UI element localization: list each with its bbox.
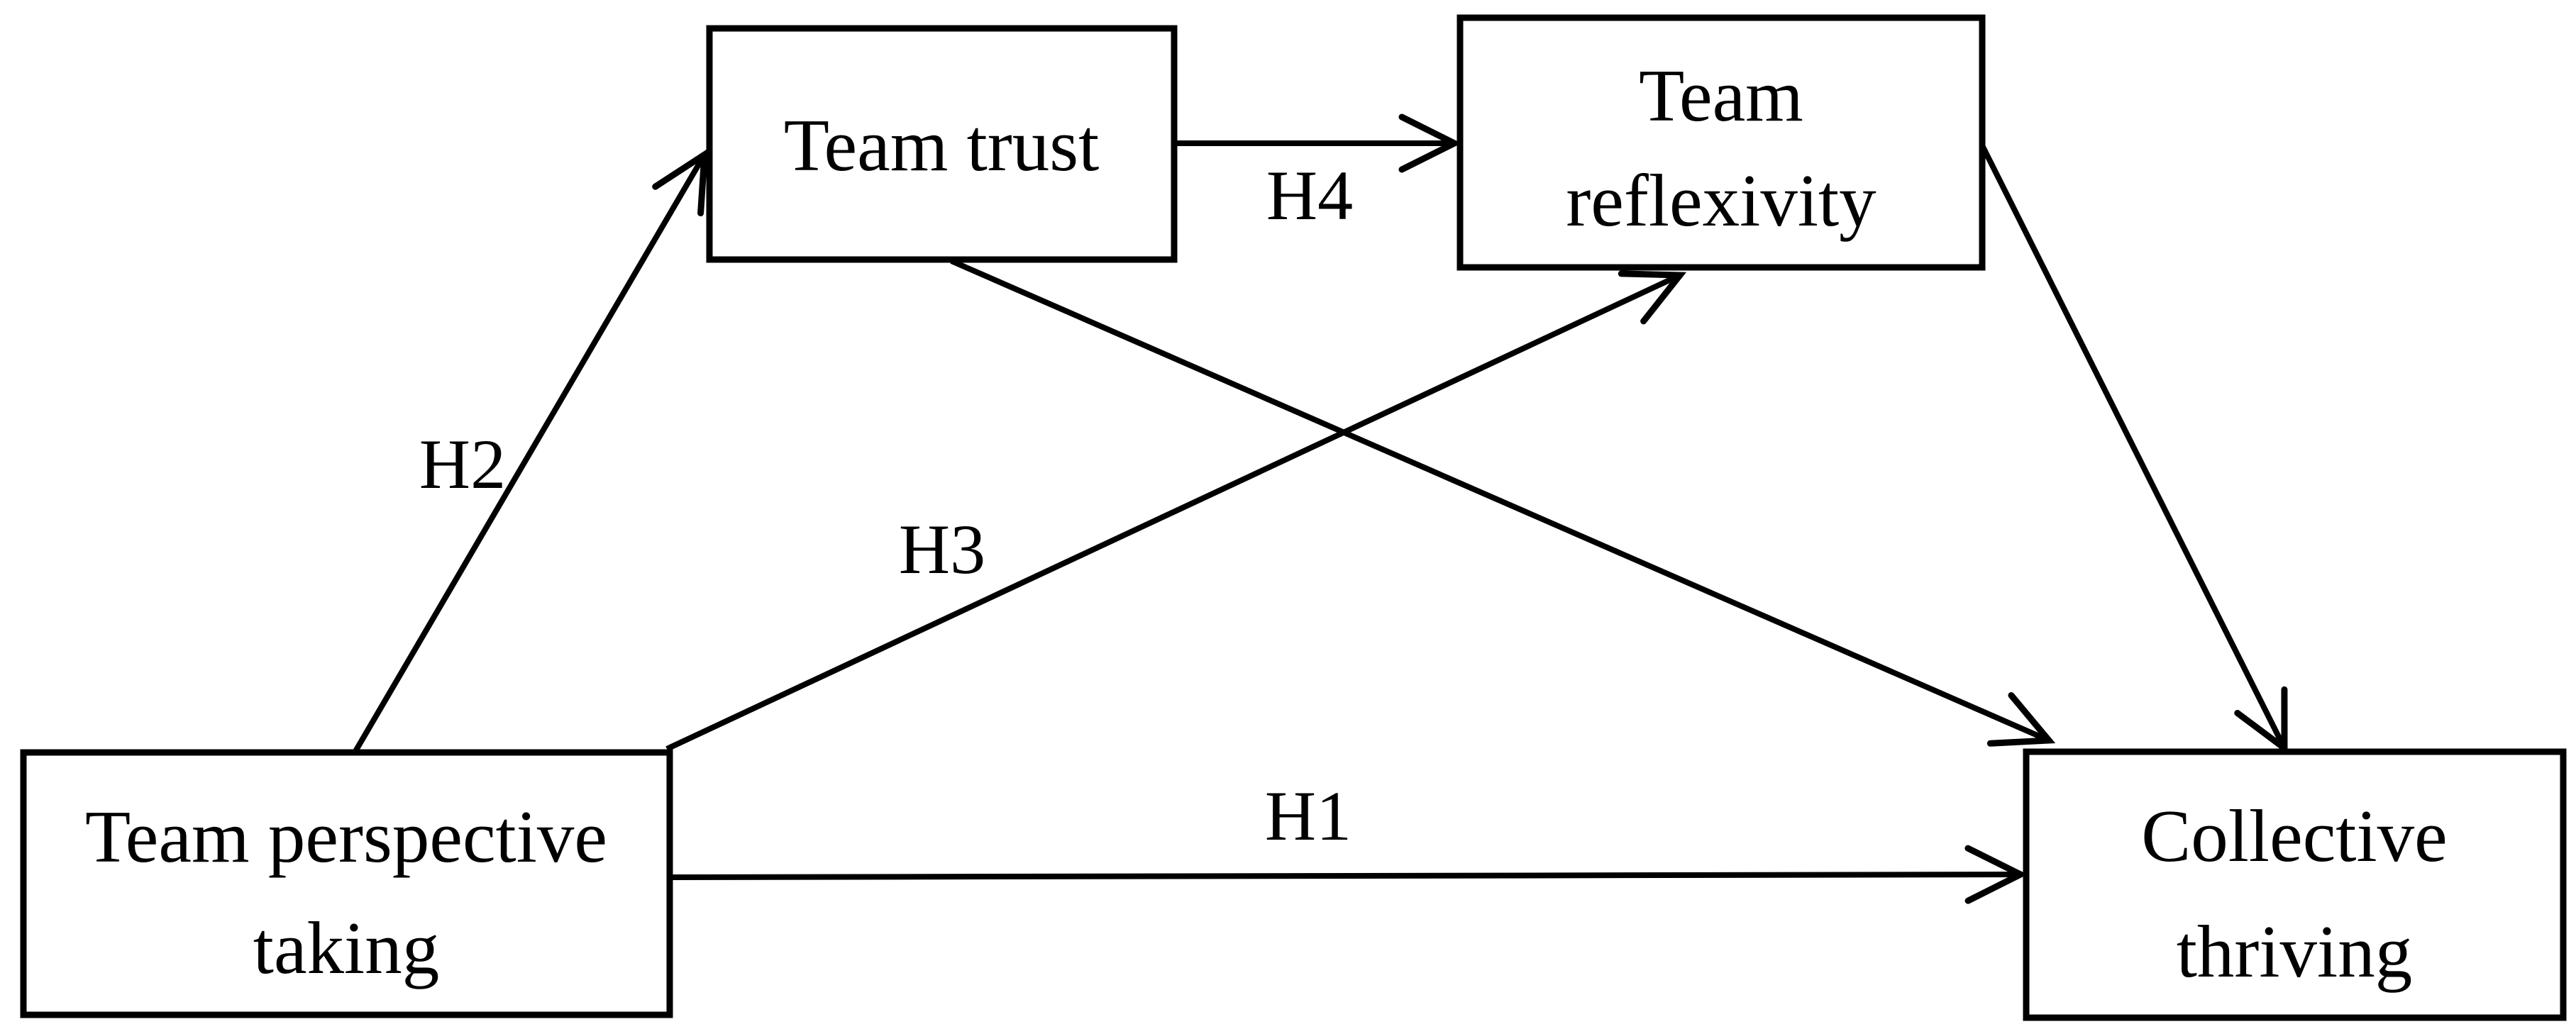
- node-team-trust: Team trust: [706, 25, 1178, 263]
- edge-h1-arrow: [670, 845, 2028, 904]
- node-team-perspective-taking-label-line1: Team perspective: [85, 795, 607, 878]
- edge-reflexivity-to-thriving-arrow: [1980, 145, 2288, 755]
- node-team-perspective-taking: Team perspective taking: [20, 749, 673, 1018]
- node-team-perspective-taking-box: [20, 749, 673, 1018]
- edge-h3-arrow: [665, 270, 1687, 752]
- node-team-trust-label: Team trust: [784, 104, 1100, 187]
- node-team-reflexivity: Team reflexivity: [1456, 14, 1986, 271]
- node-collective-thriving: Collective thriving: [2023, 748, 2567, 1021]
- edge-trust-to-thriving-arrow: [950, 258, 2056, 747]
- edge-h2-arrow: [352, 148, 709, 755]
- edge-h2-label: H2: [419, 425, 506, 504]
- edge-h1-label: H1: [1265, 777, 1351, 855]
- edge-h4-label: H4: [1266, 156, 1353, 235]
- node-team-perspective-taking-label-line2: taking: [253, 906, 439, 989]
- edge-h3-label: H3: [899, 510, 985, 589]
- node-collective-thriving-label-line1: Collective: [2141, 794, 2448, 877]
- node-collective-thriving-box: [2023, 748, 2567, 1021]
- node-collective-thriving-label-line2: thriving: [2177, 910, 2412, 993]
- node-team-trust-box: [706, 25, 1178, 263]
- node-team-reflexivity-label-line2: reflexivity: [1566, 159, 1876, 242]
- node-team-reflexivity-label-line1: Team: [1639, 54, 1803, 137]
- node-team-reflexivity-box: [1456, 14, 1986, 271]
